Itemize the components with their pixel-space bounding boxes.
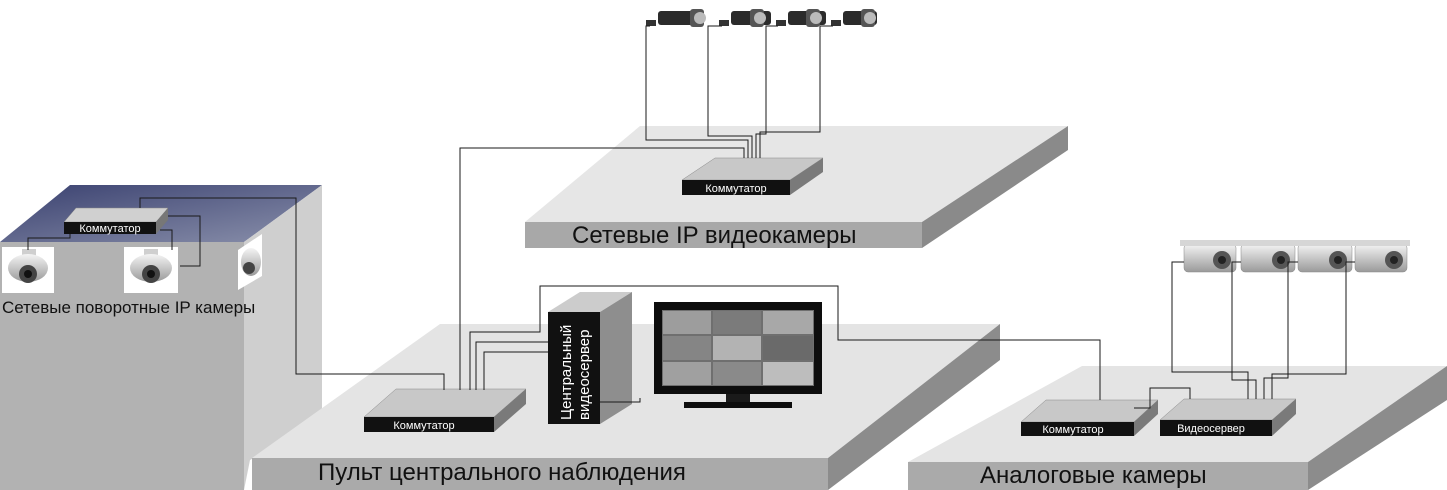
central-switch: Коммутатор [363, 388, 527, 432]
central-platform-label: Пульт центрального наблюдения [318, 459, 686, 486]
analog-videoserver: Видеосервер [1159, 398, 1297, 436]
monitor [654, 302, 822, 408]
building-caption: Сетевые поворотные IP камеры [2, 298, 255, 317]
ptz-camera-3 [238, 234, 262, 290]
server-label-line1: Центральный [558, 325, 575, 420]
roof-switch-label: Коммутатор [79, 223, 140, 235]
video-server-tower: Центральный видеосервер [548, 292, 632, 424]
roof-switch: Коммутатор [63, 207, 169, 235]
ptz-camera-1 [2, 247, 54, 293]
bullet-camera-2 [719, 9, 771, 27]
analog-platform: Аналоговые камеры Коммутатор Видеосервер [908, 366, 1447, 490]
ip-platform: Сетевые IP видеокамеры Коммутатор [525, 126, 1068, 249]
analog-videoserver-label: Видеосервер [1177, 423, 1245, 435]
ip-platform-label: Сетевые IP видеокамеры [572, 222, 857, 249]
ip-switch-label: Коммутатор [705, 183, 766, 195]
bullet-camera-1 [646, 9, 706, 27]
analog-camera-1 [1180, 240, 1238, 273]
analog-platform-label: Аналоговые камеры [980, 462, 1207, 489]
building: Коммутатор Сетевые поворотные IP камеры [0, 185, 322, 490]
ip-switch: Коммутатор [681, 157, 824, 195]
central-platform: Пульт центрального наблюдения Коммутатор… [252, 292, 1000, 490]
building-front-wall [0, 242, 244, 490]
analog-camera-2 [1238, 240, 1298, 273]
building-side-wall [244, 185, 322, 490]
central-switch-label: Коммутатор [393, 420, 454, 432]
analog-switch-label: Коммутатор [1042, 424, 1103, 436]
analog-camera-3 [1295, 240, 1355, 273]
monitor-screen [662, 310, 814, 386]
cables [27, 25, 1355, 409]
bullet-camera-4 [831, 9, 877, 27]
bullet-camera-3 [776, 9, 826, 27]
server-label-line2: видеосервер [576, 330, 593, 420]
analog-switch: Коммутатор [1020, 399, 1159, 436]
ptz-camera-2 [124, 247, 178, 293]
analog-camera-4 [1352, 240, 1410, 273]
